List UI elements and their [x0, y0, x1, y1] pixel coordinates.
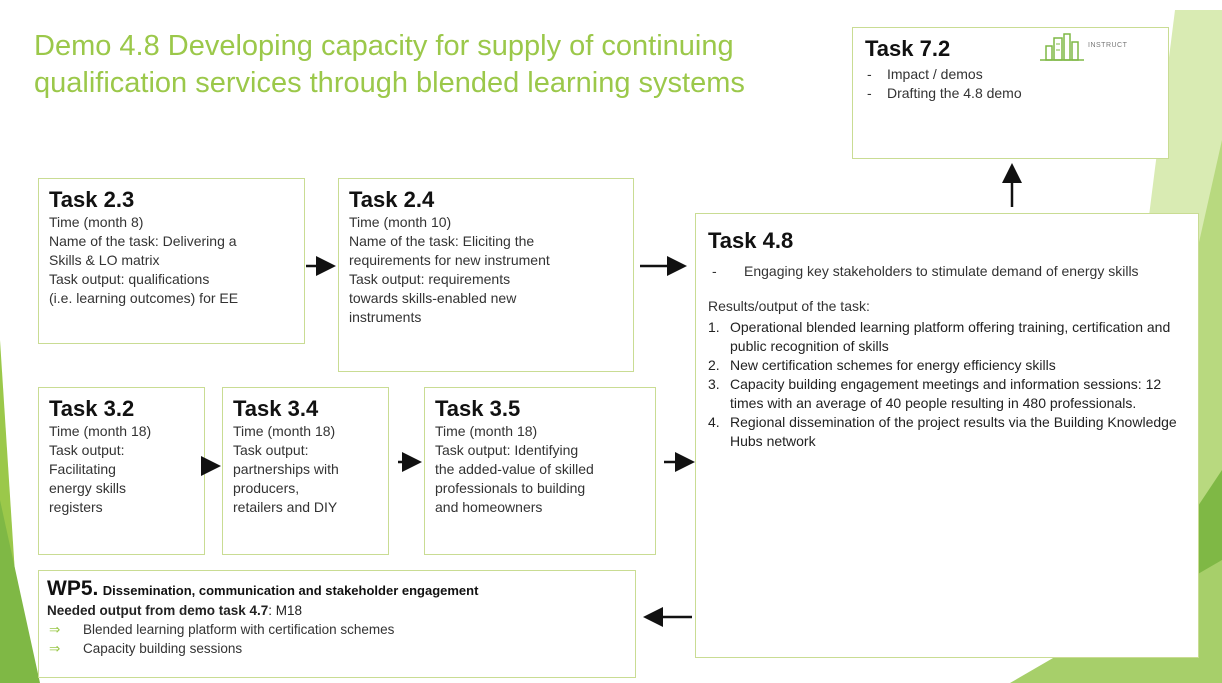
task-3-4-box: Task 3.4 Time (month 18) Task output: pa…: [222, 387, 389, 555]
task-2-3-line: Task output: qualifications: [49, 271, 210, 287]
task-2-3-line: Time (month 8): [49, 214, 144, 230]
task-3-4-line: producers,: [233, 480, 300, 496]
wp5-needed: Needed output from demo task 4.7: M18: [47, 601, 627, 620]
task-2-4-line: instruments: [349, 309, 422, 325]
task-2-3-title: Task 2.3: [49, 187, 135, 212]
wp5-box: WP5. Dissemination, communication and st…: [38, 570, 636, 678]
task-3-4-line: retailers and DIY: [233, 499, 338, 515]
wp5-header: WP5. Dissemination, communication and st…: [47, 577, 627, 601]
task-3-4-title: Task 3.4: [233, 396, 319, 421]
task-3-5-box: Task 3.5 Time (month 18) Task output: Id…: [424, 387, 656, 555]
logo-text: INSTRUCT: [1088, 42, 1128, 49]
task-2-4-line: Task output: requirements: [349, 271, 511, 287]
wp5-subtitle: Dissemination, communication and stakeho…: [102, 583, 479, 598]
task-4-8-box: Task 4.8 -Engaging key stakeholders to s…: [695, 213, 1199, 658]
task-3-5-line: professionals to building: [435, 480, 586, 496]
task-3-2-line: Facilitating: [49, 461, 116, 477]
wp5-item: ⇒Capacity building sessions: [49, 641, 243, 656]
wp5-needed-label: Needed output from demo task 4.7: [47, 603, 269, 618]
task-3-2-line: energy skills: [49, 480, 127, 496]
task-3-2-title: Task 3.2: [49, 396, 135, 421]
deco-left-dark-band: [0, 500, 40, 683]
task-3-2-line: registers: [49, 499, 103, 515]
task-3-5-line: Task output: Identifying: [435, 442, 579, 458]
task-2-4-title: Task 2.4: [349, 187, 435, 212]
task-3-2-box: Task 3.2 Time (month 18) Task output: Fa…: [38, 387, 205, 555]
task-4-8-result: 4.Regional dissemination of the project …: [708, 414, 1177, 449]
task-2-3-line: Skills & LO matrix: [49, 252, 160, 268]
task-2-3-line: Name of the task: Delivering a: [49, 233, 237, 249]
slide-title: Demo 4.8 Developing capacity for supply …: [34, 30, 745, 99]
building-logo-icon: [1040, 33, 1084, 61]
task-4-8-result: 3.Capacity building engagement meetings …: [708, 376, 1162, 411]
task-3-2-line: Task output:: [49, 442, 125, 458]
task-4-8-title: Task 4.8: [708, 228, 794, 253]
task-3-5-line: Time (month 18): [435, 423, 538, 439]
task-2-4-box: Task 2.4 Time (month 10) Name of the tas…: [338, 178, 634, 372]
task-2-4-line: Time (month 10): [349, 214, 452, 230]
task-4-8-bullet: -Engaging key stakeholders to stimulate …: [712, 263, 1139, 279]
task-2-4-line: towards skills-enabled new: [349, 290, 517, 306]
task-7-2-item: -Impact / demos: [867, 66, 983, 82]
task-3-2-line: Time (month 18): [49, 423, 152, 439]
task-7-2-box: Task 7.2 -Impact / demos -Drafting the 4…: [852, 27, 1169, 159]
task-7-2-item: -Drafting the 4.8 demo: [867, 85, 1022, 101]
task-3-5-line: the added-value of skilled: [435, 461, 594, 477]
task-2-4-line: requirements for new instrument: [349, 252, 550, 268]
task-7-2-title: Task 7.2: [865, 36, 951, 61]
task-4-8-result: 1.Operational blended learning platform …: [708, 319, 1171, 354]
task-2-3-box: Task 2.3 Time (month 8) Name of the task…: [38, 178, 305, 344]
wp5-item: ⇒Blended learning platform with certific…: [49, 622, 395, 637]
wp5-needed-value: : M18: [268, 603, 303, 618]
task-3-4-line: partnerships with: [233, 461, 339, 477]
instruct-logo: INSTRUCT: [1038, 32, 1158, 64]
wp5-title: WP5.: [47, 577, 99, 600]
task-3-5-title: Task 3.5: [435, 396, 521, 421]
task-3-4-line: Time (month 18): [233, 423, 336, 439]
task-2-4-line: Name of the task: Eliciting the: [349, 233, 535, 249]
task-4-8-result: 2.New certification schemes for energy e…: [708, 357, 1056, 373]
task-4-8-results-label: Results/output of the task:: [708, 298, 870, 314]
task-3-4-line: Task output:: [233, 442, 309, 458]
task-2-3-line: (i.e. learning outcomes) for EE: [49, 290, 239, 306]
task-3-5-line: and homeowners: [435, 499, 543, 515]
